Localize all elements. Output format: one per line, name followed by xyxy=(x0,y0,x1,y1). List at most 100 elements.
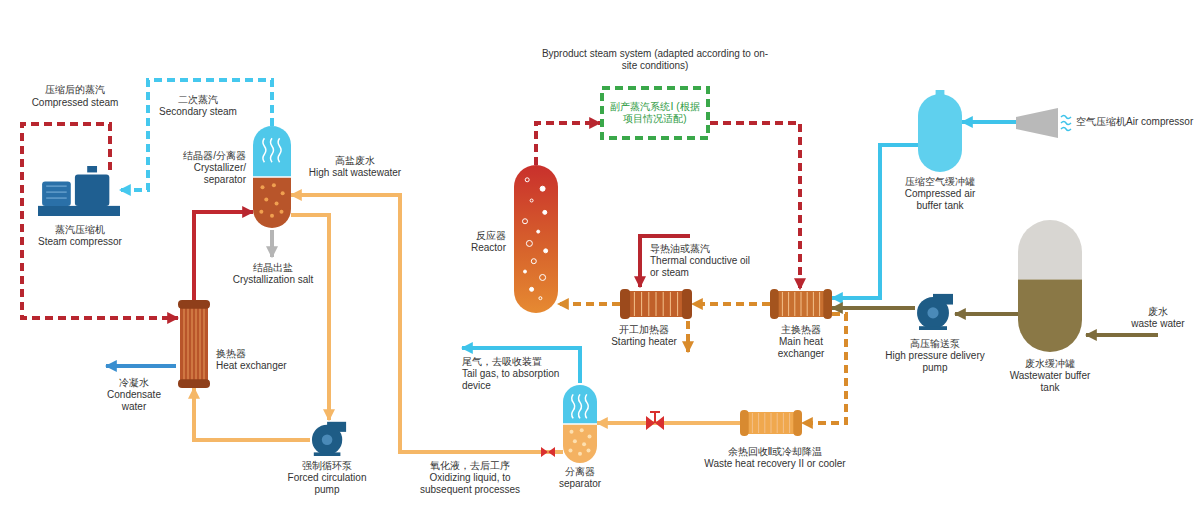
crystallizer-vessel-shape xyxy=(253,126,291,228)
phase-boundary xyxy=(253,176,291,178)
flow-label: Thermal conductive oil or steam xyxy=(650,255,760,279)
wastewater-tank-shape xyxy=(1018,220,1082,352)
liquid-bubble xyxy=(578,452,582,456)
reactor-bubble xyxy=(544,249,548,253)
compressor-body xyxy=(1016,108,1058,138)
dashed-box-border xyxy=(602,88,708,138)
steam-symbol xyxy=(271,138,274,162)
label-group: 高压输送泵High pressure delivery pump xyxy=(885,338,985,374)
liquid-bubble xyxy=(281,191,285,195)
exchanger-head xyxy=(793,410,802,436)
pump-base xyxy=(314,452,341,456)
equipment-label: 反应器 xyxy=(440,230,506,242)
compressor-fin xyxy=(46,198,66,199)
heater-outlet-arrow xyxy=(686,321,690,352)
reactor-bubble xyxy=(531,259,536,264)
wastewater-tank: 废水缓冲罐Wastewater buffer tank xyxy=(1018,220,1082,352)
vessel-liquid-zone xyxy=(563,424,597,463)
exchanger-tube xyxy=(200,308,201,380)
reactor-bubble xyxy=(540,274,546,280)
equipment-label: Byproduct steam system (adapted accordin… xyxy=(535,48,775,72)
label-group: 废水缓冲罐Wastewater buffer tank xyxy=(1000,358,1100,394)
heat-exchanger-shape xyxy=(178,300,210,388)
compressor-outlet xyxy=(87,166,97,172)
flow-connector xyxy=(692,302,770,306)
starting-heater-shape xyxy=(620,289,692,319)
exchanger-tube xyxy=(819,292,820,316)
liquid-bubble xyxy=(270,214,274,218)
flow-label: 尾气，去吸收装置 xyxy=(462,356,562,368)
flow-label: waste water xyxy=(1128,318,1188,330)
flow-label: 高盐废水 xyxy=(300,155,410,167)
compressor-fin xyxy=(46,186,66,187)
air-buffer-tank-shape xyxy=(918,94,962,172)
waste-heat-recovery-shape xyxy=(740,410,802,436)
flow-label: 结晶出盐 xyxy=(226,262,320,274)
flow-label: 冷凝水 xyxy=(98,377,170,389)
exchanger-head xyxy=(178,300,210,309)
liquid-bubble xyxy=(588,434,592,438)
compressor-fin xyxy=(46,192,66,193)
vessel-vapour-zone xyxy=(253,126,291,177)
steam-symbol xyxy=(585,394,588,418)
exchanger-tube xyxy=(782,292,783,316)
equipment-label: Starting heater xyxy=(604,336,684,348)
steam-symbol xyxy=(278,138,281,162)
flow-label: Compressed steam xyxy=(25,97,125,109)
exchanger-shell xyxy=(180,307,208,381)
equipment-label: 高压输送泵 xyxy=(885,338,985,350)
flow-label: Crystallization salt xyxy=(226,274,320,286)
liquid-bubble xyxy=(580,428,584,432)
equipment-label: 结晶器/分离器 xyxy=(160,150,246,162)
equipment-label: Reactor xyxy=(440,242,506,254)
exchanger-tube xyxy=(801,292,802,316)
equipment-label: 空气压缩机Air compressor xyxy=(1076,116,1198,128)
pump-casing xyxy=(312,425,342,455)
flow-label: 氧化液，去后工序 xyxy=(410,460,530,472)
exchanger-tube xyxy=(764,413,765,433)
equipment-label: 废水缓冲罐 xyxy=(1000,358,1100,370)
flow-connector xyxy=(962,120,1016,124)
flow-label: 压缩后的蒸汽 xyxy=(25,84,125,96)
starting-heater: 开工加热器Starting heater xyxy=(620,289,692,319)
exchanger-tube xyxy=(788,292,789,316)
label-group: Byproduct steam system (adapted accordin… xyxy=(535,48,775,72)
flow-connector xyxy=(22,124,178,318)
exchanger-tube xyxy=(192,308,193,380)
exchanger-tube xyxy=(777,413,778,433)
exchanger-tube xyxy=(758,413,759,433)
valve-handle xyxy=(650,411,660,413)
equipment-label: Waste heat recovery II or cooler xyxy=(680,458,870,470)
flow-connector xyxy=(597,421,740,425)
pump-casing xyxy=(917,297,949,329)
reactor-bubble xyxy=(543,210,547,214)
flow-label: High salt wastewater xyxy=(300,167,410,179)
liquid-bubble xyxy=(264,197,268,201)
equipment-label: Crystallizer/ separator xyxy=(160,162,246,186)
circulation-pump-shape xyxy=(310,420,348,456)
liquid-bubble xyxy=(272,183,276,187)
flow-label: Tail gas, to absorption device xyxy=(462,368,562,392)
vessel-liquid-zone xyxy=(253,177,291,228)
reactor-bubble xyxy=(540,186,545,191)
exchanger-head xyxy=(770,289,779,319)
equipment-label: 主换热器 xyxy=(761,324,841,336)
flow-label: Oxidizing liquid, to subsequent processe… xyxy=(410,472,530,496)
reactor-bubble xyxy=(526,240,532,246)
air-compressor-shape xyxy=(1016,108,1058,138)
liquid-bubble xyxy=(259,210,263,214)
equipment-label: 压缩空气缓冲罐 xyxy=(895,176,985,188)
flow-label: Secondary steam xyxy=(156,106,240,118)
reactor-bubble xyxy=(524,270,527,273)
label-group: 空气压缩机Air compressor xyxy=(1076,116,1198,128)
steam-symbol xyxy=(579,394,582,418)
phase-boundary xyxy=(563,423,597,425)
steam-symbol xyxy=(263,138,266,162)
steam-compressor-shape xyxy=(38,170,120,216)
flow-connector xyxy=(558,302,620,306)
exchanger-tube xyxy=(752,413,753,433)
liquid-bubble xyxy=(570,430,574,434)
steam-compressor: 蒸汽压缩机Steam compressor xyxy=(38,170,120,216)
equipment-label: separator xyxy=(540,478,620,490)
reactor-body xyxy=(514,165,558,313)
